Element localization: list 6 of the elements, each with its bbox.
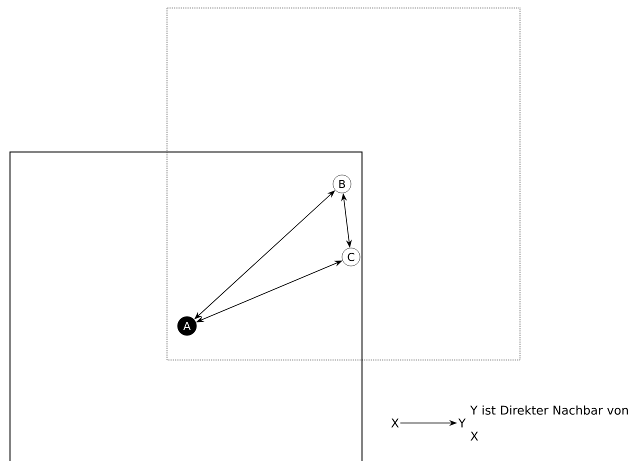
legend-text: Y ist Direkter Nachbar von X: [470, 405, 628, 441]
circle-node: C: [342, 248, 360, 266]
legend-symbol: X: [391, 418, 399, 428]
filled-circle-node: A: [177, 316, 197, 336]
circle-node: B: [332, 174, 352, 194]
legend-symbol: Y: [458, 418, 466, 428]
